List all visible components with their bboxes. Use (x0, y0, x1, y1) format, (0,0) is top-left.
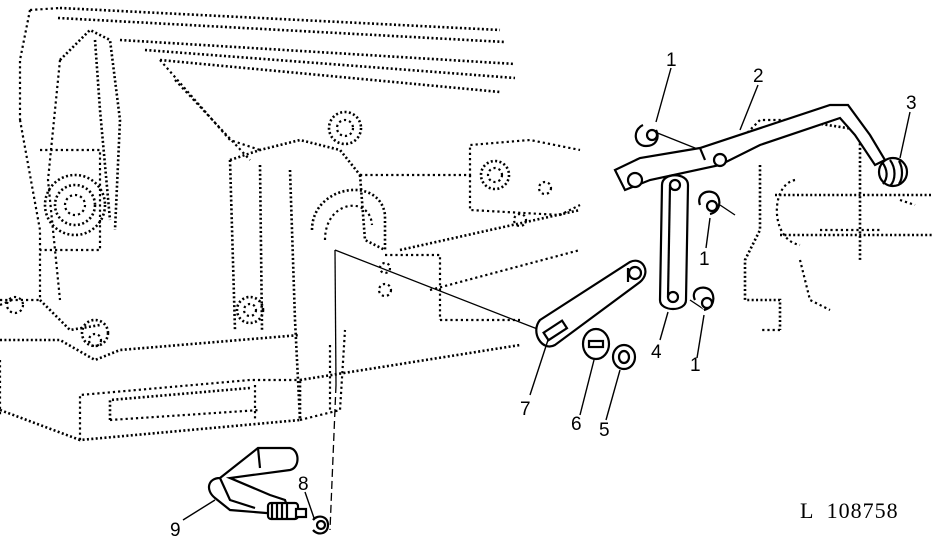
callout-1-lower: 1 (690, 355, 701, 376)
connecting-link (658, 174, 690, 311)
callout-3: 3 (906, 93, 917, 114)
lock-nut (877, 156, 909, 188)
callout-8: 8 (298, 474, 309, 495)
crank-arm (207, 446, 308, 521)
leader-lines (182, 67, 911, 521)
callout-9: 9 (170, 520, 181, 541)
callout-5: 5 (599, 420, 610, 441)
plain-washer (581, 327, 611, 361)
drawing-reference-code: L 108758 (800, 498, 899, 523)
bell-crank-lever (613, 103, 887, 192)
circlip-upper (634, 123, 659, 148)
callout-7: 7 (520, 399, 531, 420)
circlip-middle (698, 190, 721, 216)
callout-6: 6 (571, 414, 582, 435)
callout-2: 2 (753, 66, 764, 87)
callout-1-middle: 1 (699, 249, 710, 270)
circlip-lower (692, 286, 715, 312)
hex-nut (611, 343, 637, 371)
short-link (535, 259, 647, 348)
callout-1-upper: 1 (666, 50, 677, 71)
housing-outline (0, 6, 581, 442)
callout-labels: 1 2 3 1 4 1 7 6 5 8 9 (170, 50, 917, 541)
callout-4: 4 (651, 342, 662, 363)
retaining-clip (312, 515, 330, 535)
right-mounting-bracket (739, 118, 932, 332)
